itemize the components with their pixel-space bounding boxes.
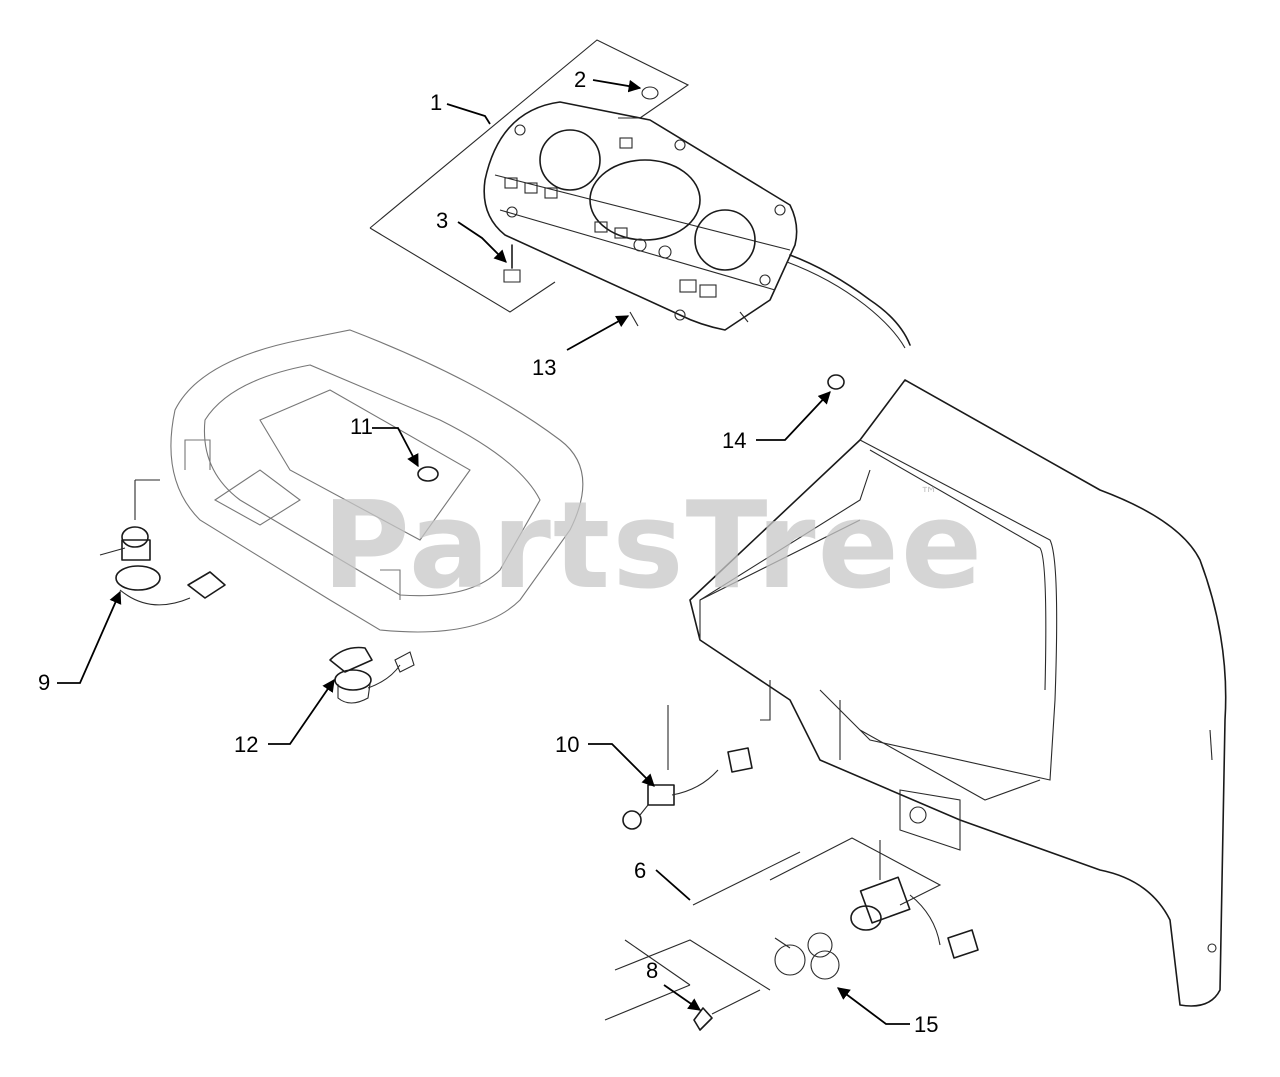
leader-10	[588, 743, 655, 787]
instrument-cluster	[483, 101, 911, 349]
callout-14: 14	[722, 428, 746, 453]
leader-2	[592, 79, 642, 93]
callout-1: 1	[430, 90, 442, 115]
part-13-screw	[629, 311, 639, 327]
part-3-screw	[503, 244, 521, 283]
leader-11	[372, 427, 419, 468]
callout-8: 8	[646, 958, 658, 983]
leader-6	[655, 869, 691, 901]
part-8-key	[693, 989, 761, 1031]
leader-8	[663, 984, 702, 1011]
leader-15	[836, 987, 910, 1025]
leader-13	[566, 315, 630, 351]
leader-9	[57, 590, 122, 684]
callout-10: 10	[555, 732, 579, 757]
callout-15: 15	[914, 1012, 938, 1037]
callout-12: 12	[234, 732, 258, 757]
callout-6: 6	[634, 858, 646, 883]
part-15-rings	[774, 932, 840, 980]
part-12-switch	[329, 646, 415, 704]
kit-frame-1	[369, 39, 690, 313]
part-11-plug	[417, 466, 439, 482]
watermark: PartsTree ™	[322, 477, 984, 616]
part-14-nut	[827, 374, 845, 390]
part-9-switch	[99, 479, 226, 606]
part-10-switch	[622, 705, 753, 830]
callout-9: 9	[38, 670, 50, 695]
leader-1	[446, 103, 491, 125]
callout-2: 2	[574, 67, 586, 92]
callout-3: 3	[436, 208, 448, 233]
leader-3	[457, 221, 507, 263]
watermark-text: PartsTree	[322, 477, 984, 616]
watermark-trademark: ™	[920, 484, 938, 505]
dash-panel	[170, 329, 584, 633]
leader-14	[756, 391, 831, 441]
leaders	[57, 79, 910, 1025]
fender-hood	[689, 379, 1227, 1007]
callout-13: 13	[532, 355, 556, 380]
leader-12	[268, 678, 335, 745]
part-2-clip	[641, 86, 659, 100]
callouts: 1 2 3 13 14 11 9 12 10 6 8 15	[38, 67, 938, 1037]
callout-11: 11	[350, 414, 373, 439]
part-6-ignition	[604, 837, 979, 1021]
